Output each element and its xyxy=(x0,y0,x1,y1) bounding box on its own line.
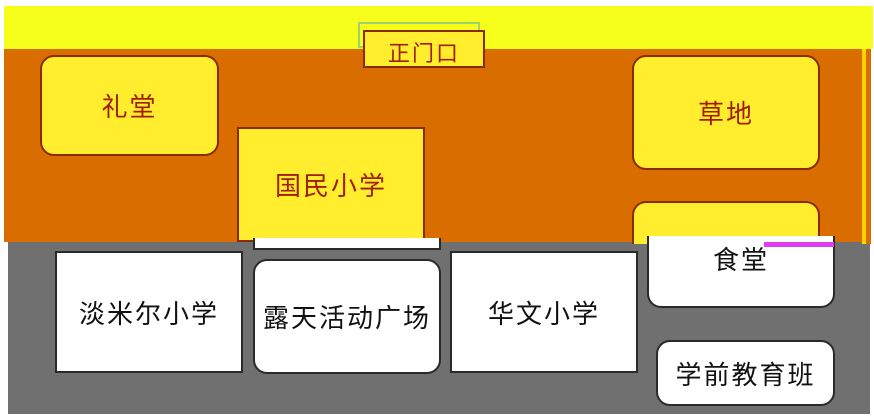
auditorium-label: 礼堂 xyxy=(101,93,158,123)
lawn-label: 草地 xyxy=(697,100,754,130)
white-box-fragment xyxy=(253,238,441,250)
tanmier-school-box: 淡米尔小学 xyxy=(55,251,243,373)
preschool-box: 学前教育班 xyxy=(656,340,835,406)
preschool-label: 学前教育班 xyxy=(675,360,816,391)
canteen-box: 食堂 xyxy=(647,236,835,308)
lawn-box: 草地 xyxy=(632,55,820,170)
guomin-school-box: 国民小学 xyxy=(237,127,425,242)
guomin-school-label: 国民小学 xyxy=(274,172,387,202)
outdoor-plaza-label: 露天活动广场 xyxy=(262,304,431,334)
huawen-school-box: 华文小学 xyxy=(450,251,638,373)
magenta-marker xyxy=(764,242,834,247)
huawen-school-label: 华文小学 xyxy=(487,299,600,330)
right-edge-stripe-outer xyxy=(866,40,871,244)
tanmier-school-label: 淡米尔小学 xyxy=(78,299,219,330)
auditorium-box: 礼堂 xyxy=(40,55,219,156)
gate-label-box: 正门口 xyxy=(363,30,485,68)
canteen-label: 食堂 xyxy=(712,246,769,276)
outdoor-plaza-box: 露天活动广场 xyxy=(253,259,441,374)
gate-label: 正门口 xyxy=(387,42,460,67)
right-edge-stripe xyxy=(862,40,866,244)
